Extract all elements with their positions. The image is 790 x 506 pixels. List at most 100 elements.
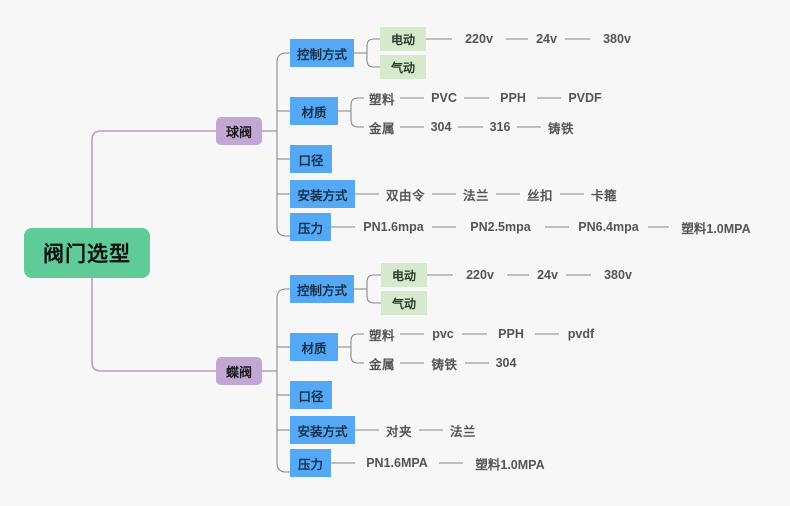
leaf-node[interactable]: 丝扣 xyxy=(520,183,560,205)
category-node-install-method-2[interactable]: 安装方式 xyxy=(290,416,355,444)
leaf-label: 380v xyxy=(604,268,632,282)
branch-label: 球阀 xyxy=(226,124,253,140)
leaf-label: PPH xyxy=(498,327,524,341)
category-node-pressure-1[interactable]: 压力 xyxy=(290,213,331,241)
group-node-plastic-1[interactable]: 塑料 xyxy=(364,87,400,109)
leaf-label: 304 xyxy=(430,120,452,134)
leaf-label: pvc xyxy=(432,327,454,341)
leaf-label: 24v xyxy=(536,32,557,46)
branch-node-diefa[interactable]: 蝶阀 xyxy=(216,357,262,385)
leaf-node[interactable]: 塑料1.0MPA xyxy=(669,216,763,238)
leaf-node[interactable]: 塑料1.0MPA xyxy=(463,452,557,474)
leaf-label: 铸铁 xyxy=(547,121,574,136)
leaf-node[interactable]: PVC xyxy=(424,87,464,109)
mode-node-electric-1[interactable]: 电动 xyxy=(380,27,426,51)
leaf-node[interactable]: 380v xyxy=(591,264,645,286)
leaf-label: PN1.6MPA xyxy=(366,456,428,470)
leaf-label: 法兰 xyxy=(449,424,476,439)
group-node-metal-1[interactable]: 金属 xyxy=(364,116,400,138)
group-node-plastic-2[interactable]: 塑料 xyxy=(364,323,400,345)
leaf-label: 380v xyxy=(603,32,631,46)
mode-label: 气动 xyxy=(390,60,415,75)
category-node-material-2[interactable]: 材质 xyxy=(290,333,338,361)
leaf-label: 铸铁 xyxy=(431,357,458,372)
leaf-label: 220v xyxy=(466,268,494,282)
category-label: 材质 xyxy=(301,341,327,356)
category-label: 口径 xyxy=(298,153,324,168)
mode-node-pneumatic-1[interactable]: 气动 xyxy=(380,55,426,79)
leaf-label: PN6.4mpa xyxy=(578,220,639,234)
leaf-label: 304 xyxy=(495,356,517,370)
leaf-label: PVDF xyxy=(568,91,602,105)
category-node-control-method-1[interactable]: 控制方式 xyxy=(290,39,354,67)
leaf-label: PPH xyxy=(500,91,526,105)
category-label: 控制方式 xyxy=(297,283,348,298)
leaf-node[interactable]: 220v xyxy=(452,28,506,50)
leaf-node[interactable]: pvc xyxy=(424,323,462,345)
category-node-control-method-2[interactable]: 控制方式 xyxy=(290,275,354,303)
leaf-node[interactable]: 铸铁 xyxy=(424,352,465,374)
leaf-label: PVC xyxy=(431,91,457,105)
category-node-pressure-2[interactable]: 压力 xyxy=(290,449,331,477)
leaf-node[interactable]: PPH xyxy=(489,87,537,109)
leaf-node[interactable]: PN2.5mpa xyxy=(456,216,545,238)
leaf-node[interactable]: PN6.4mpa xyxy=(569,216,648,238)
leaf-node[interactable]: pvdf xyxy=(559,323,603,345)
branch-label: 蝶阀 xyxy=(226,364,253,380)
mode-label: 电动 xyxy=(390,32,415,47)
leaf-label: 双由令 xyxy=(385,188,425,203)
category-label: 控制方式 xyxy=(297,47,348,62)
mode-label: 电动 xyxy=(391,268,416,283)
root-label: 阀门选型 xyxy=(43,243,131,266)
leaf-node[interactable]: PN1.6MPA xyxy=(355,452,439,474)
mode-node-pneumatic-2[interactable]: 气动 xyxy=(381,291,427,315)
category-label: 安装方式 xyxy=(297,424,348,439)
group-label: 塑料 xyxy=(368,92,395,107)
group-label: 金属 xyxy=(368,121,395,136)
mode-node-electric-2[interactable]: 电动 xyxy=(381,263,427,287)
leaf-node[interactable]: 铸铁 xyxy=(541,116,581,138)
category-label: 压力 xyxy=(298,221,324,236)
category-label: 压力 xyxy=(298,457,324,472)
leaf-node[interactable]: 24v xyxy=(529,264,566,286)
category-node-install-method-1[interactable]: 安装方式 xyxy=(290,180,355,208)
leaf-label: pvdf xyxy=(567,327,595,341)
leaf-node[interactable]: 法兰 xyxy=(443,419,483,441)
leaf-label: 塑料1.0MPA xyxy=(681,221,751,236)
leaf-label: 316 xyxy=(489,120,511,134)
leaf-label: PN1.6mpa xyxy=(363,220,424,234)
leaf-node[interactable]: 24v xyxy=(528,28,565,50)
group-label: 金属 xyxy=(368,357,395,372)
leaf-node[interactable]: PN1.6mpa xyxy=(355,216,432,238)
mode-label: 气动 xyxy=(391,296,416,311)
group-node-metal-2[interactable]: 金属 xyxy=(364,352,400,374)
leaf-node[interactable]: 380v xyxy=(590,28,644,50)
category-node-diameter-2[interactable]: 口径 xyxy=(290,381,332,409)
category-node-material-1[interactable]: 材质 xyxy=(290,97,338,125)
group-label: 塑料 xyxy=(368,328,395,343)
leaf-label: 塑料1.0MPA xyxy=(475,457,545,472)
leaf-node[interactable]: 对夹 xyxy=(379,419,419,441)
leaf-label: 220v xyxy=(465,32,493,46)
leaf-label: 丝扣 xyxy=(526,188,553,203)
leaf-node[interactable]: 220v xyxy=(453,264,507,286)
leaf-node[interactable]: PPH xyxy=(487,323,535,345)
leaf-label: 卡箍 xyxy=(590,188,617,203)
category-label: 材质 xyxy=(301,105,327,120)
leaf-node[interactable]: 316 xyxy=(483,116,517,138)
leaf-node[interactable]: 304 xyxy=(424,116,458,138)
leaf-node[interactable]: 法兰 xyxy=(456,183,496,205)
leaf-node[interactable]: PVDF xyxy=(561,87,609,109)
leaf-node[interactable]: 双由令 xyxy=(379,183,432,205)
leaf-label: 法兰 xyxy=(462,188,489,203)
leaf-label: 对夹 xyxy=(385,424,412,439)
category-node-diameter-1[interactable]: 口径 xyxy=(290,145,332,173)
leaf-label: PN2.5mpa xyxy=(470,220,531,234)
leaf-label: 24v xyxy=(537,268,558,282)
root-node[interactable]: 阀门选型 xyxy=(24,228,150,278)
leaf-node[interactable]: 304 xyxy=(489,352,523,374)
branch-node-qiufa[interactable]: 球阀 xyxy=(216,117,262,145)
leaf-node[interactable]: 卡箍 xyxy=(584,183,624,205)
category-label: 口径 xyxy=(298,389,324,404)
